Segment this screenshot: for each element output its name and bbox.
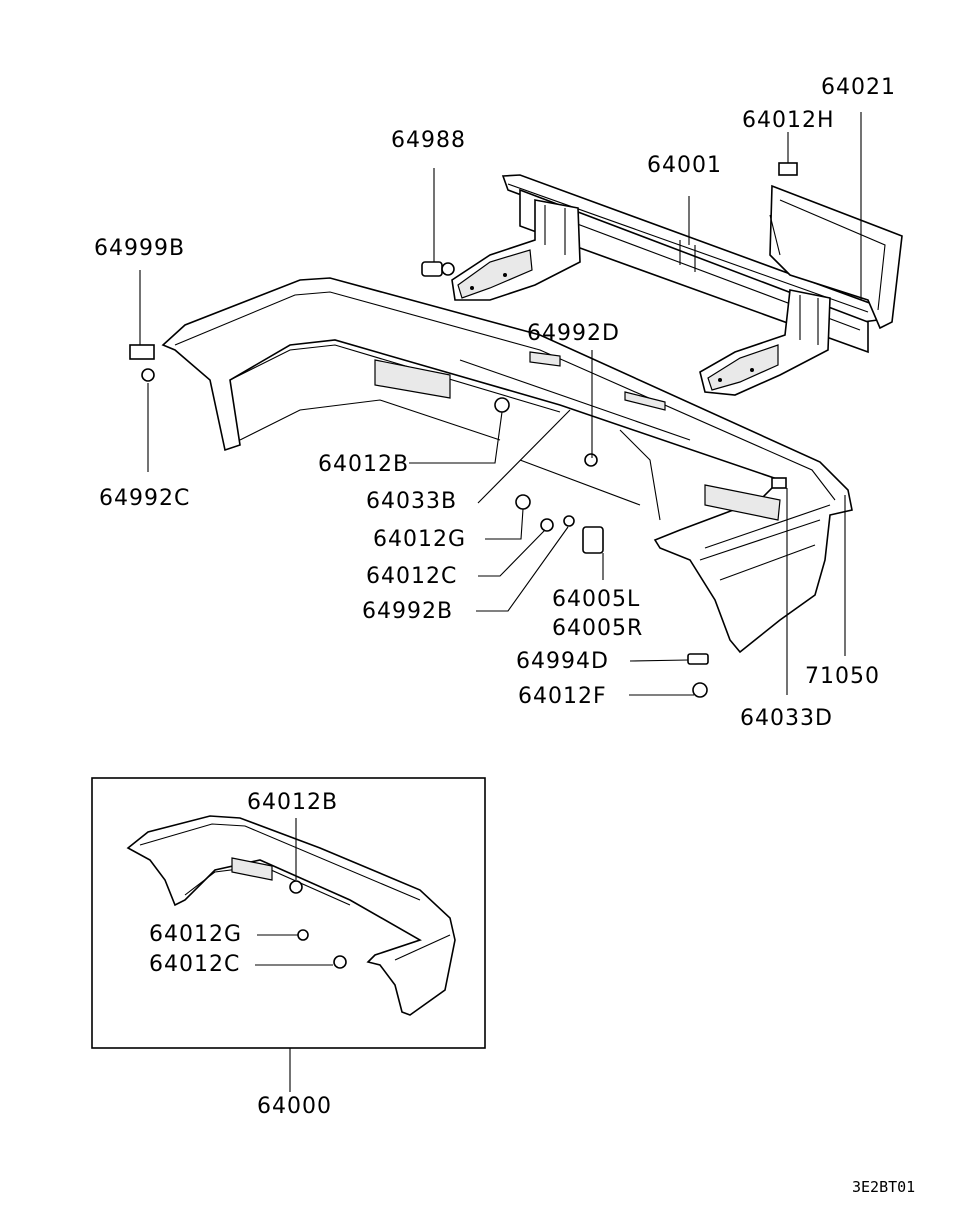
label-64012F: 64012F bbox=[518, 684, 607, 709]
bumper-fascia-drawing bbox=[161, 277, 853, 654]
inset-assembly-drawing bbox=[91, 777, 486, 1092]
leader-lines bbox=[139, 112, 862, 696]
inset-label-64012B: 64012B bbox=[247, 790, 339, 815]
label-64000: 64000 bbox=[257, 1094, 332, 1119]
label-64012H: 64012H bbox=[742, 108, 835, 133]
inset-label-64012G: 64012G bbox=[149, 922, 243, 947]
label-64992C: 64992C bbox=[99, 486, 191, 511]
fasteners-drawing bbox=[129, 162, 798, 698]
label-64012C: 64012C bbox=[366, 564, 458, 589]
label-71050: 71050 bbox=[805, 664, 880, 689]
label-64012G: 64012G bbox=[373, 527, 467, 552]
label-64033B: 64033B bbox=[366, 489, 458, 514]
label-64992B: 64992B bbox=[362, 599, 454, 624]
label-64992D: 64992D bbox=[527, 321, 620, 346]
label-64005R: 64005R bbox=[552, 616, 644, 641]
label-64005L: 64005L bbox=[552, 587, 641, 612]
label-64999B: 64999B bbox=[94, 236, 186, 261]
label-64033D: 64033D bbox=[740, 706, 833, 731]
label-64021: 64021 bbox=[821, 75, 896, 100]
bumper-reinforcement-drawing bbox=[451, 174, 903, 396]
label-64988: 64988 bbox=[391, 128, 466, 153]
label-64994D: 64994D bbox=[516, 649, 609, 674]
label-64001: 64001 bbox=[647, 153, 722, 178]
inset-label-64012C: 64012C bbox=[149, 952, 241, 977]
diagram-code: 3E2BT01 bbox=[852, 1178, 916, 1196]
label-64012B: 64012B bbox=[318, 452, 410, 477]
